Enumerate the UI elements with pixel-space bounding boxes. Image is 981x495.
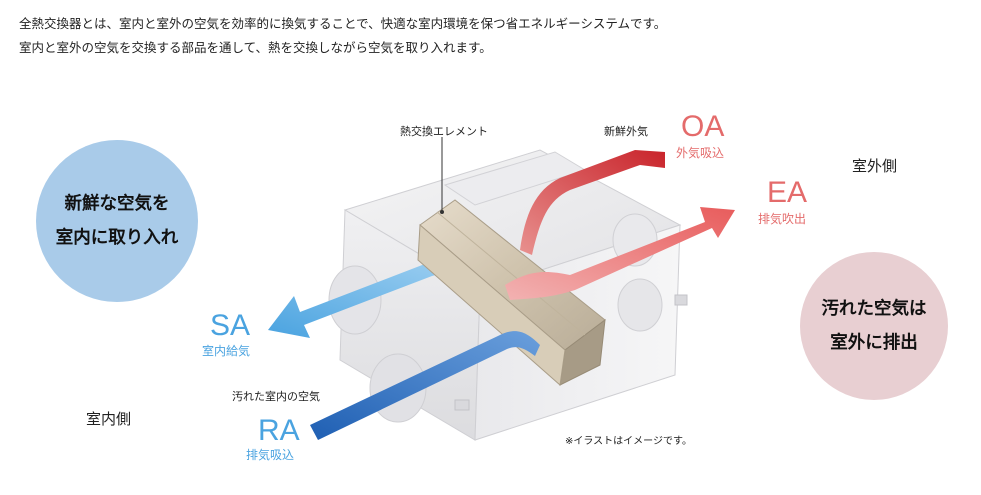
outdoor-exhaust-circle: 汚れた空気は 室外に排出 — [800, 252, 948, 400]
ra-caption: 汚れた室内の空気 — [232, 390, 320, 403]
oa-stream — [520, 150, 665, 255]
outdoor-circle-line-1: 汚れた空気は — [821, 299, 927, 319]
indoor-circle-line-2: 室内に取り入れ — [55, 228, 179, 248]
indoor-fresh-air-circle: 新鮮な空気を 室内に取り入れ — [36, 140, 198, 302]
indoor-side-label: 室内側 — [86, 410, 132, 428]
intro-line-2: 室内と室外の空気を交換する部品を通して、熱を交換しながら空気を取り入れます。 — [19, 40, 492, 55]
ra-stream — [310, 331, 540, 440]
intro-text: 全熱交換器とは、室内と室外の空気を効率的に換気することで、快適な室内環境を保つ省… — [19, 12, 666, 60]
sa-label: 室内給気 — [202, 344, 251, 358]
oa-label: 外気吸込 — [676, 146, 725, 160]
sa-code: SA — [210, 309, 251, 342]
illustration-note: ※イラストはイメージです。 — [565, 436, 692, 447]
ea-stream — [505, 207, 735, 300]
ea-label: 排気吹出 — [758, 212, 807, 226]
outdoor-circle-line-2: 室外に排出 — [830, 333, 918, 353]
ra-code: RA — [258, 414, 300, 447]
heat-exchange-element-label: 熱交換エレメント — [400, 125, 488, 138]
ea-code: EA — [767, 176, 808, 209]
intro-line-1: 全熱交換器とは、室内と室外の空気を効率的に換気することで、快適な室内環境を保つ省… — [19, 16, 667, 31]
outdoor-side-label: 室外側 — [852, 157, 898, 175]
ra-label: 排気吸込 — [246, 448, 295, 462]
oa-caption: 新鮮外気 — [604, 125, 648, 138]
indoor-circle-line-1: 新鮮な空気を — [64, 194, 170, 214]
oa-code: OA — [681, 110, 725, 143]
